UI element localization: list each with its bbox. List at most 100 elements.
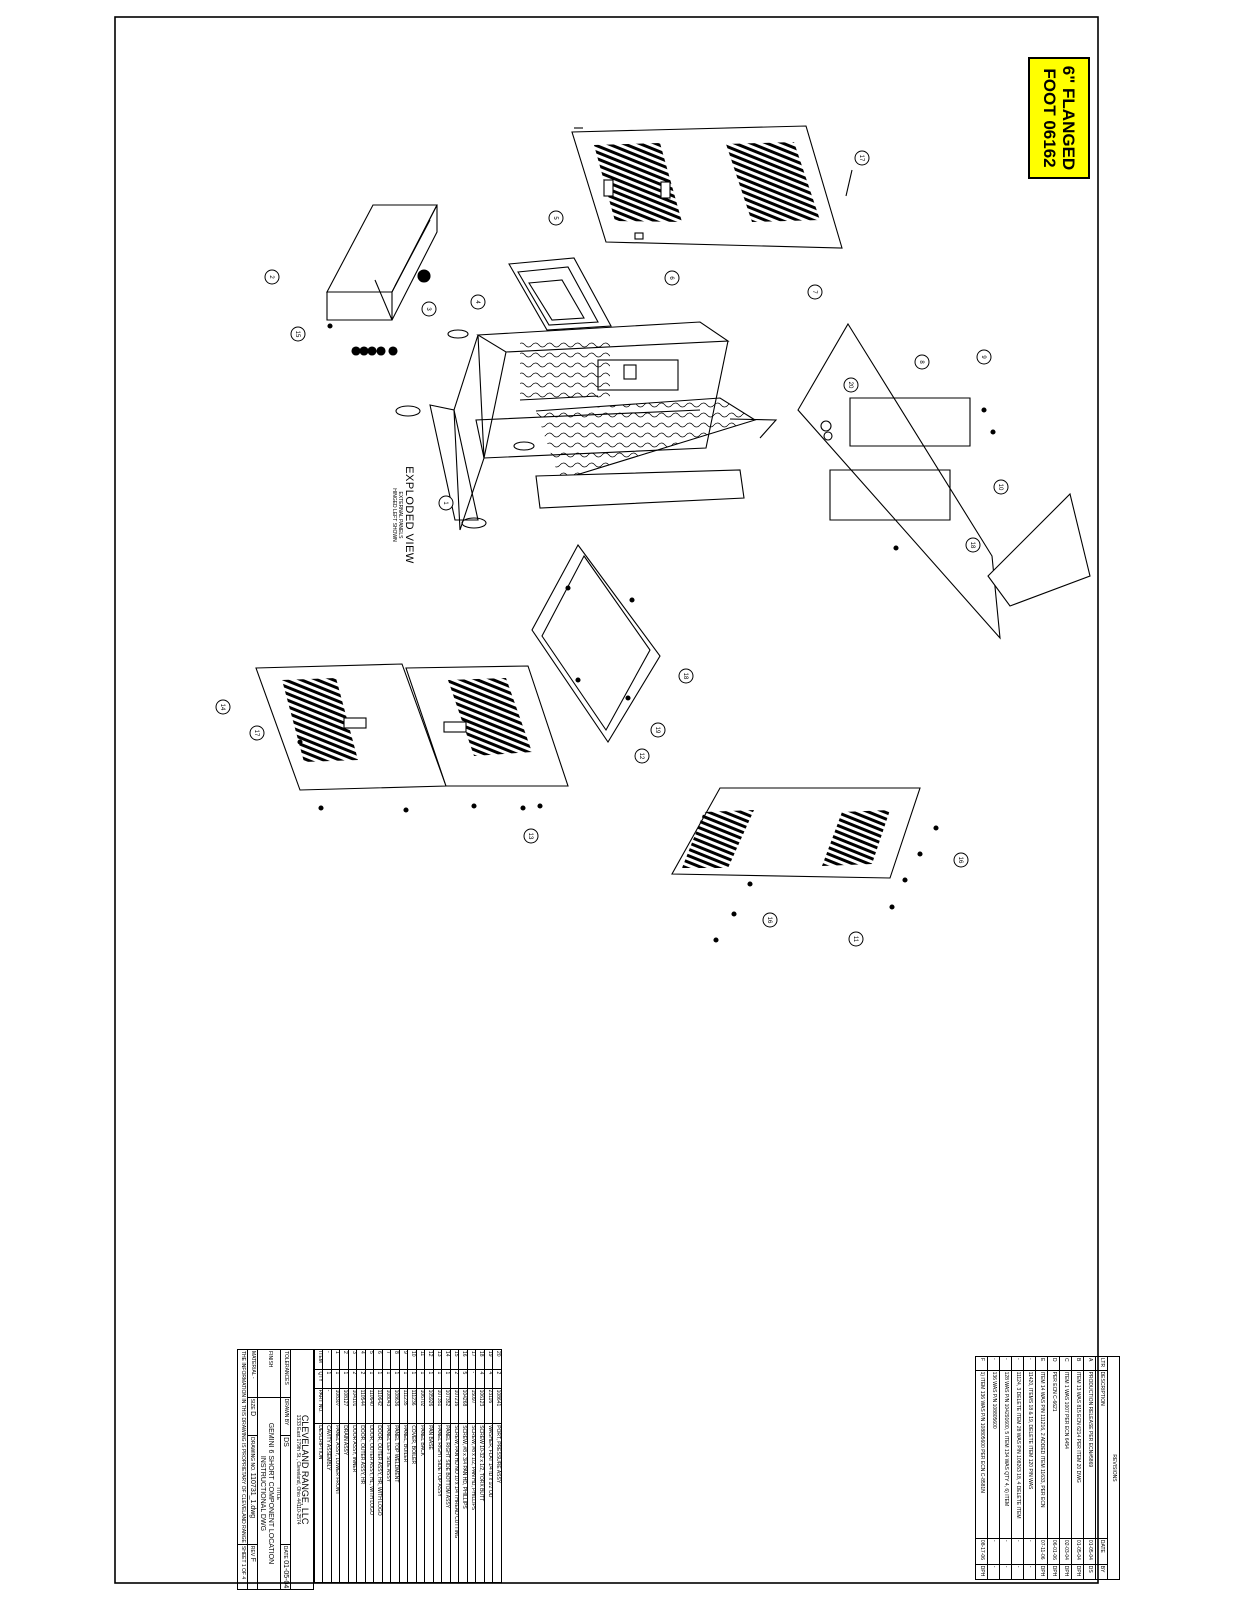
bom-description: PANEL RIGHT SIDE BOTTOM ASSY xyxy=(442,1423,451,1583)
rev-description: ITEM 1 WAS 1007 PER ECN 6454 xyxy=(1059,1370,1072,1539)
rev-date: - xyxy=(987,1538,1000,1565)
cavity-frame xyxy=(395,321,778,531)
date: 01-05-04 xyxy=(282,1560,290,1589)
bom-qty: 1 xyxy=(365,1369,374,1389)
bom-description: WASHER, FLAT 1/4 ID x 1/2 OD xyxy=(484,1423,493,1583)
rev-label: REV xyxy=(249,1545,256,1557)
bom-description: PAN BASE xyxy=(425,1423,434,1583)
bom-qty: 2 xyxy=(348,1369,357,1389)
title-line-1: GEMINI 6 SHORT COMPONENT LOCATION xyxy=(267,1422,275,1565)
material-label: MATERIAL xyxy=(250,1351,257,1376)
bom-row: -1-CAVITY ASSEMBLY xyxy=(323,1349,332,1583)
bom-qty: 1 xyxy=(442,1369,451,1389)
bom-description: SCREW, #8 x 1/2, PAN HD, PHILLIPS xyxy=(467,1423,476,1583)
drawn-by: DS xyxy=(280,1435,291,1545)
rev-description: 1) ITEM 136 WAS P/N 108805600 PER ECN C-… xyxy=(975,1370,988,1539)
bom-part-no: 15097 xyxy=(467,1388,476,1424)
rev-letter: - xyxy=(1011,1356,1024,1371)
rev-by: DPH xyxy=(975,1564,988,1580)
rev-date: - xyxy=(999,1538,1012,1565)
bom-qty: 5 xyxy=(459,1369,468,1389)
drawing-no: 110731_1.dwg xyxy=(249,1472,257,1519)
bom-item: 15 xyxy=(450,1349,459,1370)
rev-description: PRODUCTION RELEASE PER ECN#5869 xyxy=(1083,1370,1096,1539)
bom-qty: 1 xyxy=(416,1369,425,1389)
bom-qty: 1 xyxy=(399,1369,408,1389)
bom-part-no: 23116 xyxy=(484,1388,493,1424)
bom-part-no: 104268 xyxy=(459,1388,468,1424)
panel-right-side xyxy=(255,663,569,791)
bom-header-qty: QTY xyxy=(314,1369,323,1389)
bom-item: 2 xyxy=(340,1349,349,1370)
drawn-by-label: DRAWN BY xyxy=(280,1397,291,1436)
rev-letter: F xyxy=(975,1356,988,1371)
bom-item: 5 xyxy=(365,1349,374,1370)
company-name: CLEVELAND RANGE, LLC xyxy=(299,1414,310,1525)
rev-date: - xyxy=(1023,1538,1036,1565)
pan-base xyxy=(531,543,661,744)
bom-qty: 1 xyxy=(382,1369,391,1389)
note-line-1: 6" FLANGED xyxy=(1059,65,1078,171)
bom-qty: 4 xyxy=(476,1369,485,1389)
bom-item: 4 xyxy=(357,1349,366,1370)
rev-by: DPH xyxy=(1035,1564,1048,1580)
rev-letter: - xyxy=(987,1356,1000,1371)
rev-header-date: DATE xyxy=(1095,1538,1108,1565)
rev-by: - xyxy=(1011,1564,1024,1580)
title-block-table: CLEVELAND RANGE, LLC 1333 East 179th St.… xyxy=(237,1349,314,1590)
bom-description: PANEL ASSY, LOWER FRONT xyxy=(331,1423,340,1583)
bom-item: 13 xyxy=(433,1349,442,1370)
rev-by: - xyxy=(987,1564,1000,1580)
sheet-number: SHEET 1 OF 4 xyxy=(237,1544,248,1590)
bom-part-no: 104101 xyxy=(348,1388,357,1424)
bom-description: SCREW, #8 x 3/4 PAN HD, PHILLIPS xyxy=(459,1423,468,1583)
rev-letter: E xyxy=(1035,1356,1048,1371)
bom-item: 9 xyxy=(399,1349,408,1370)
bom-description: PANEL BACK xyxy=(416,1423,425,1583)
revisions-title: REVISIONS xyxy=(1107,1356,1120,1580)
company-address: 1333 East 179th St., Cleveland, Ohio 441… xyxy=(294,1414,301,1525)
rev-letter: - xyxy=(999,1356,1012,1371)
revision-row: -128 WAS P/N 104291600, 5 ITEM 134 WAS Q… xyxy=(999,1356,1012,1580)
bom-part-no: 106123 xyxy=(476,1388,485,1424)
revision-row: -11420, ITEMS 18 & 19, DELETE ITEM 120 P… xyxy=(1023,1356,1036,1580)
bom-part-no: 107216 xyxy=(450,1388,459,1424)
rev-description: ITEM 14 WAS P/N 111216, 2 ADDED ITEM 116… xyxy=(1035,1370,1048,1539)
bom-part-no: - xyxy=(323,1388,332,1424)
bom-description: COVER, BOILER xyxy=(408,1423,417,1583)
panel-left-side-assy xyxy=(571,125,853,249)
rev-date: 08-17-06 xyxy=(975,1538,988,1565)
bom-part-no: 108127 xyxy=(340,1388,349,1424)
rev-letter: D xyxy=(1047,1356,1060,1371)
proprietary-note: THE INFORMATION IN THIS DRAWING IS PROPR… xyxy=(237,1349,248,1545)
bom-description: DOOR, OUTER ASSY, HR, WITH LOGO xyxy=(374,1423,383,1583)
finish-label: FINISH xyxy=(257,1349,281,1398)
bom-header-row: ITEM QTY PART NO. DESCRIPTION xyxy=(314,1349,323,1583)
flanged-foot-note: 6" FLANGED FOOT 06162 xyxy=(1028,57,1090,179)
rev-by: DPH xyxy=(1059,1564,1072,1580)
bom-item: 10 xyxy=(408,1349,417,1370)
rev-date: 06-01-06 xyxy=(1047,1538,1060,1565)
bom-item: - xyxy=(323,1349,332,1370)
bom-qty: 4 xyxy=(484,1369,493,1389)
bom-description: PORT, PRESSURE ASSY xyxy=(493,1423,502,1583)
bom-part-no: 108641 xyxy=(493,1388,502,1424)
title-label: TITLE xyxy=(274,1486,281,1501)
bom-description: DRAIN ASSY xyxy=(340,1423,349,1583)
bom-description: PANEL TOP WELDMENT xyxy=(391,1423,400,1583)
rev-description: 128 WAS P/N 104291600, 5 ITEM 134 WAS QT… xyxy=(999,1370,1012,1539)
date-label: DATE xyxy=(282,1545,289,1559)
rev-by: DPH xyxy=(1047,1564,1060,1580)
bom-description: CAVITY ASSEMBLY xyxy=(323,1423,332,1583)
